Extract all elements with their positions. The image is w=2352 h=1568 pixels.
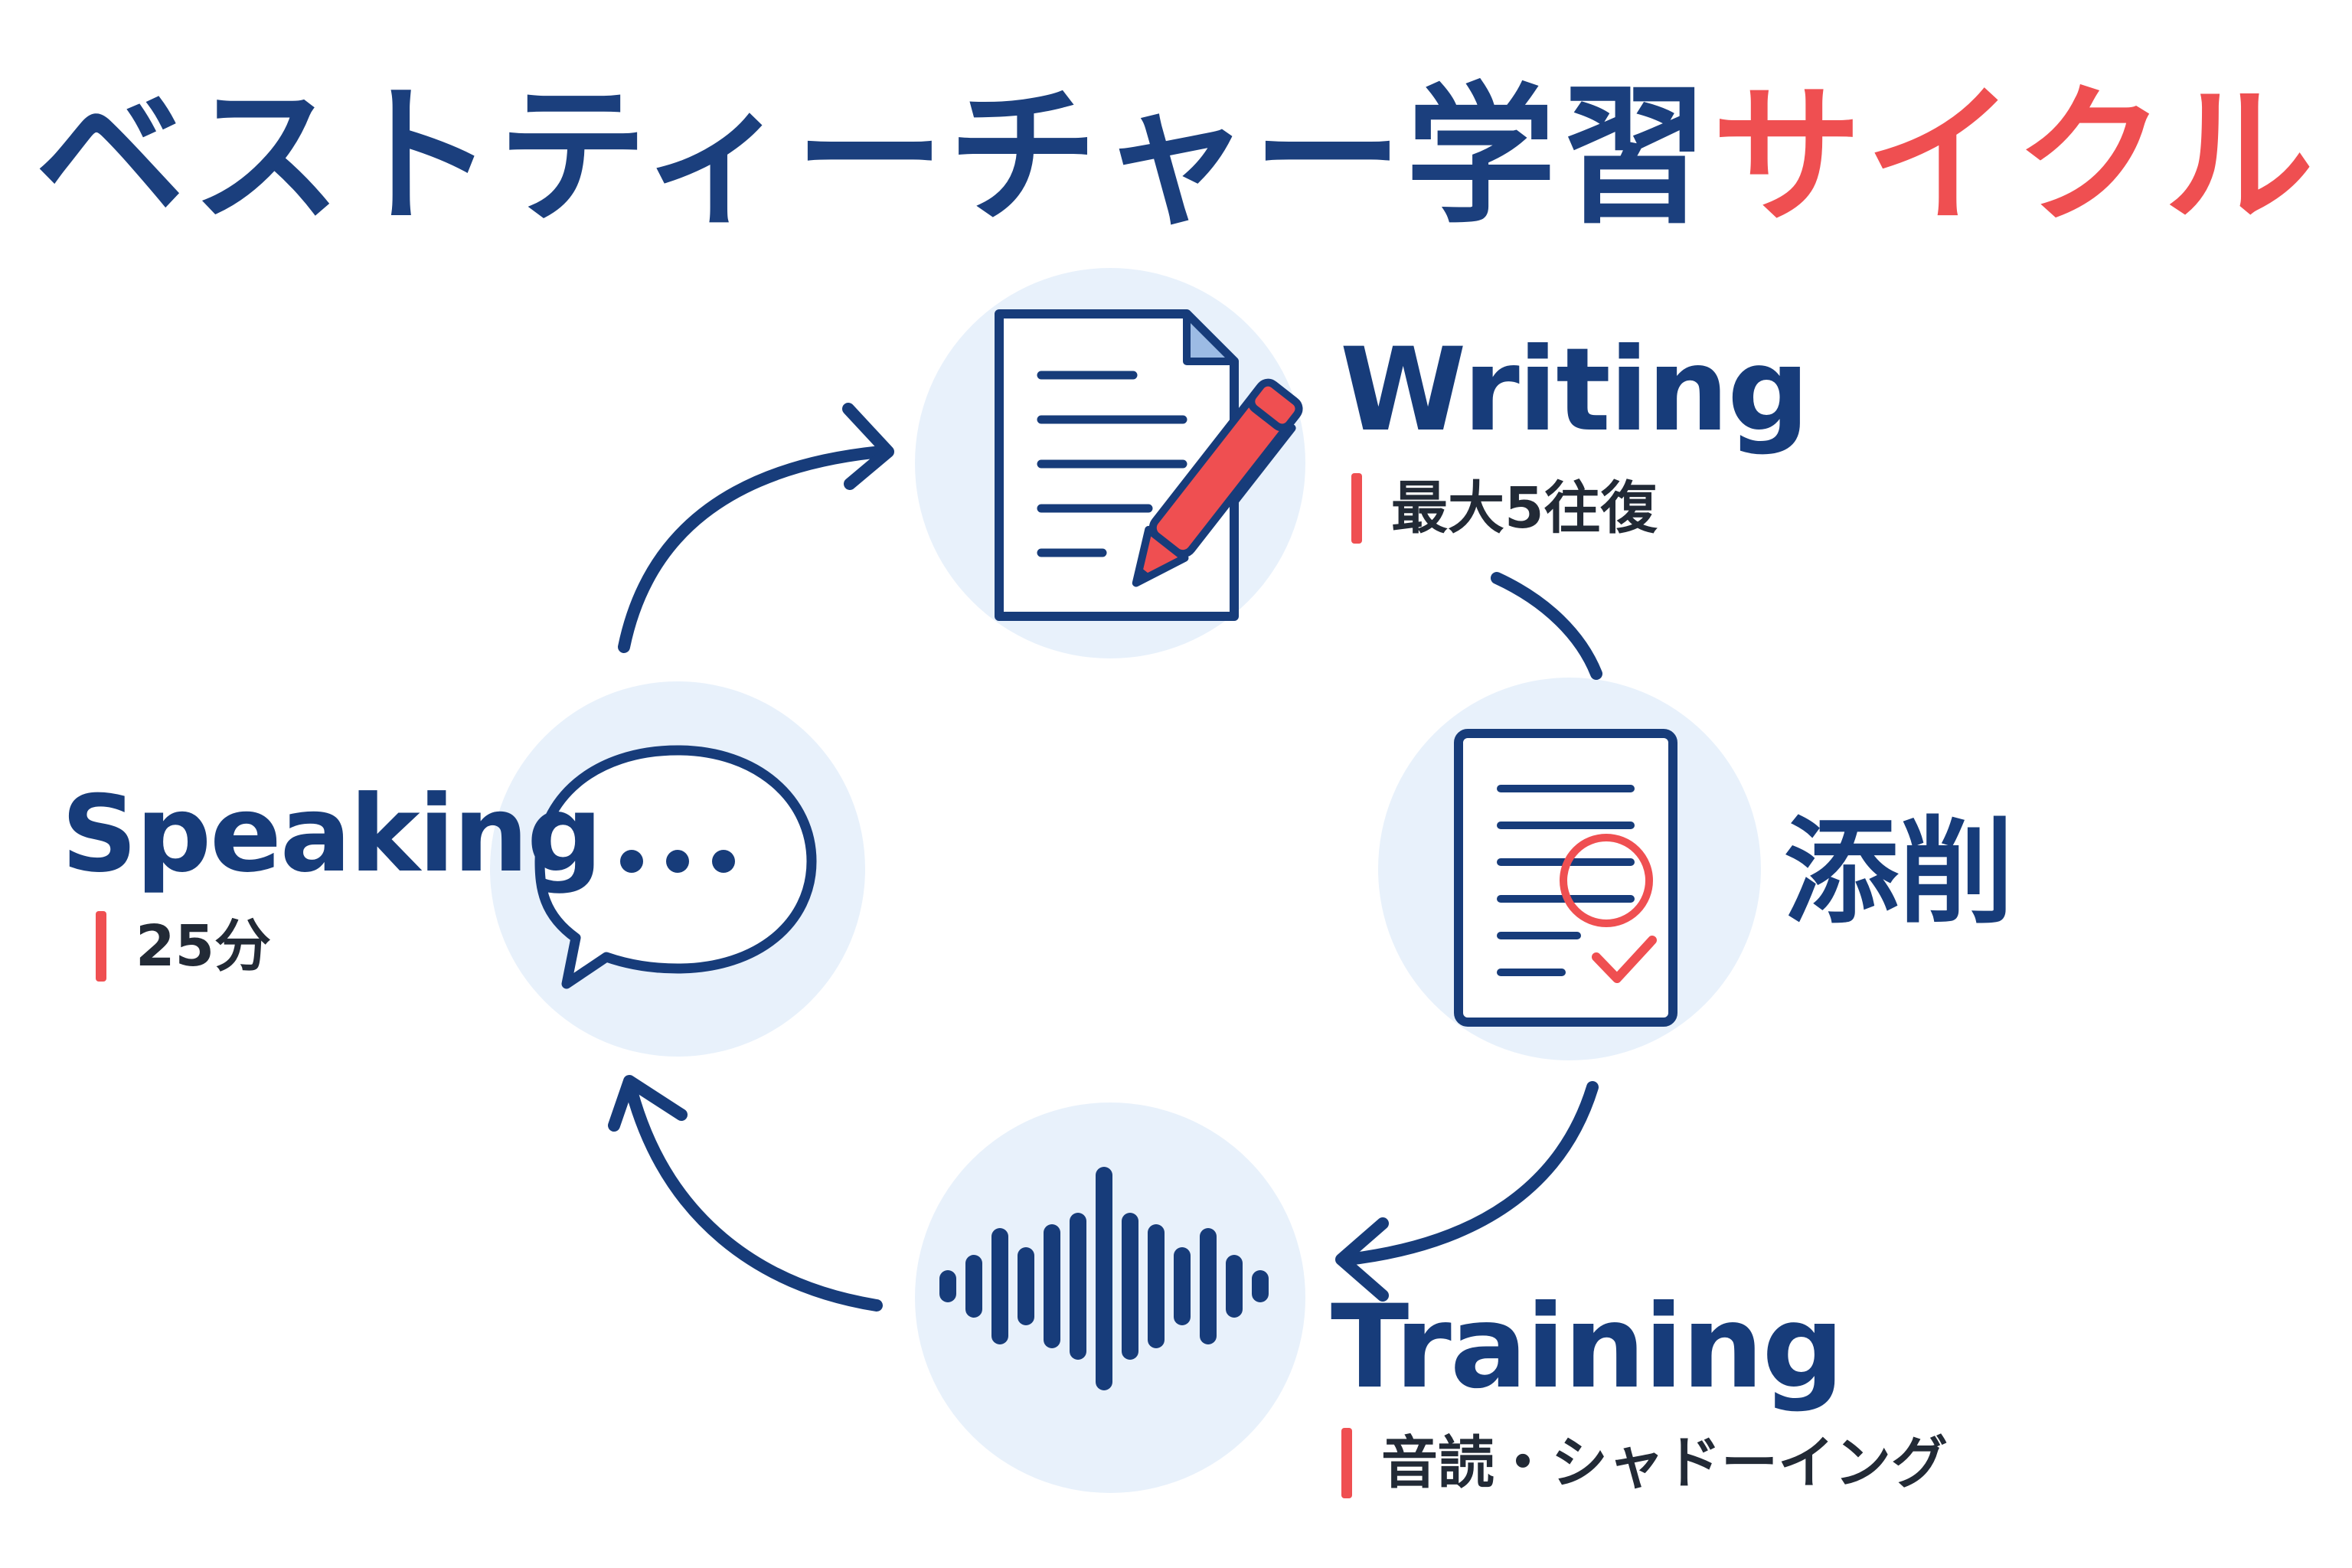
training-sub: 音読・シャドーイング <box>1341 1428 1948 1498</box>
writing-sub: 最大5往復 <box>1351 473 1658 544</box>
arrow-correction-to-training <box>1341 1081 1599 1266</box>
speech-bubble-icon <box>534 745 817 989</box>
speaking-sub-marker <box>96 911 106 982</box>
training-sub-marker <box>1341 1428 1352 1498</box>
title-main: ベストティーチャー学習 <box>34 70 1712 244</box>
document-check-icon <box>1454 729 1677 1027</box>
page-title: ベストティーチャー学習サイクル <box>0 69 2352 245</box>
writing-sub-marker <box>1351 473 1362 544</box>
arrowhead-writing <box>842 403 894 490</box>
arrowhead-speaking <box>608 1075 688 1132</box>
writing-label: Writing <box>1340 324 1809 457</box>
sound-wave-icon <box>939 1167 1269 1390</box>
speaking-sub: 25分 <box>96 911 271 982</box>
arrow-writing-to-correction <box>1491 572 1602 680</box>
document-pen-icon <box>995 309 1303 621</box>
writing-sub-text: 最大5往復 <box>1391 475 1658 541</box>
arrow-training-to-speaking <box>626 1085 883 1312</box>
training-label: Training <box>1331 1281 1844 1414</box>
title-accent: サイクル <box>1712 70 2318 244</box>
training-sub-text: 音読・シャドーイング <box>1381 1430 1948 1496</box>
arrow-speaking-to-writing <box>618 446 887 653</box>
correction-label: 添削 <box>1784 806 2014 939</box>
speaking-label: Speaking <box>61 773 603 896</box>
arrowhead-training <box>1335 1217 1389 1302</box>
speaking-sub-text: 25分 <box>136 913 271 979</box>
